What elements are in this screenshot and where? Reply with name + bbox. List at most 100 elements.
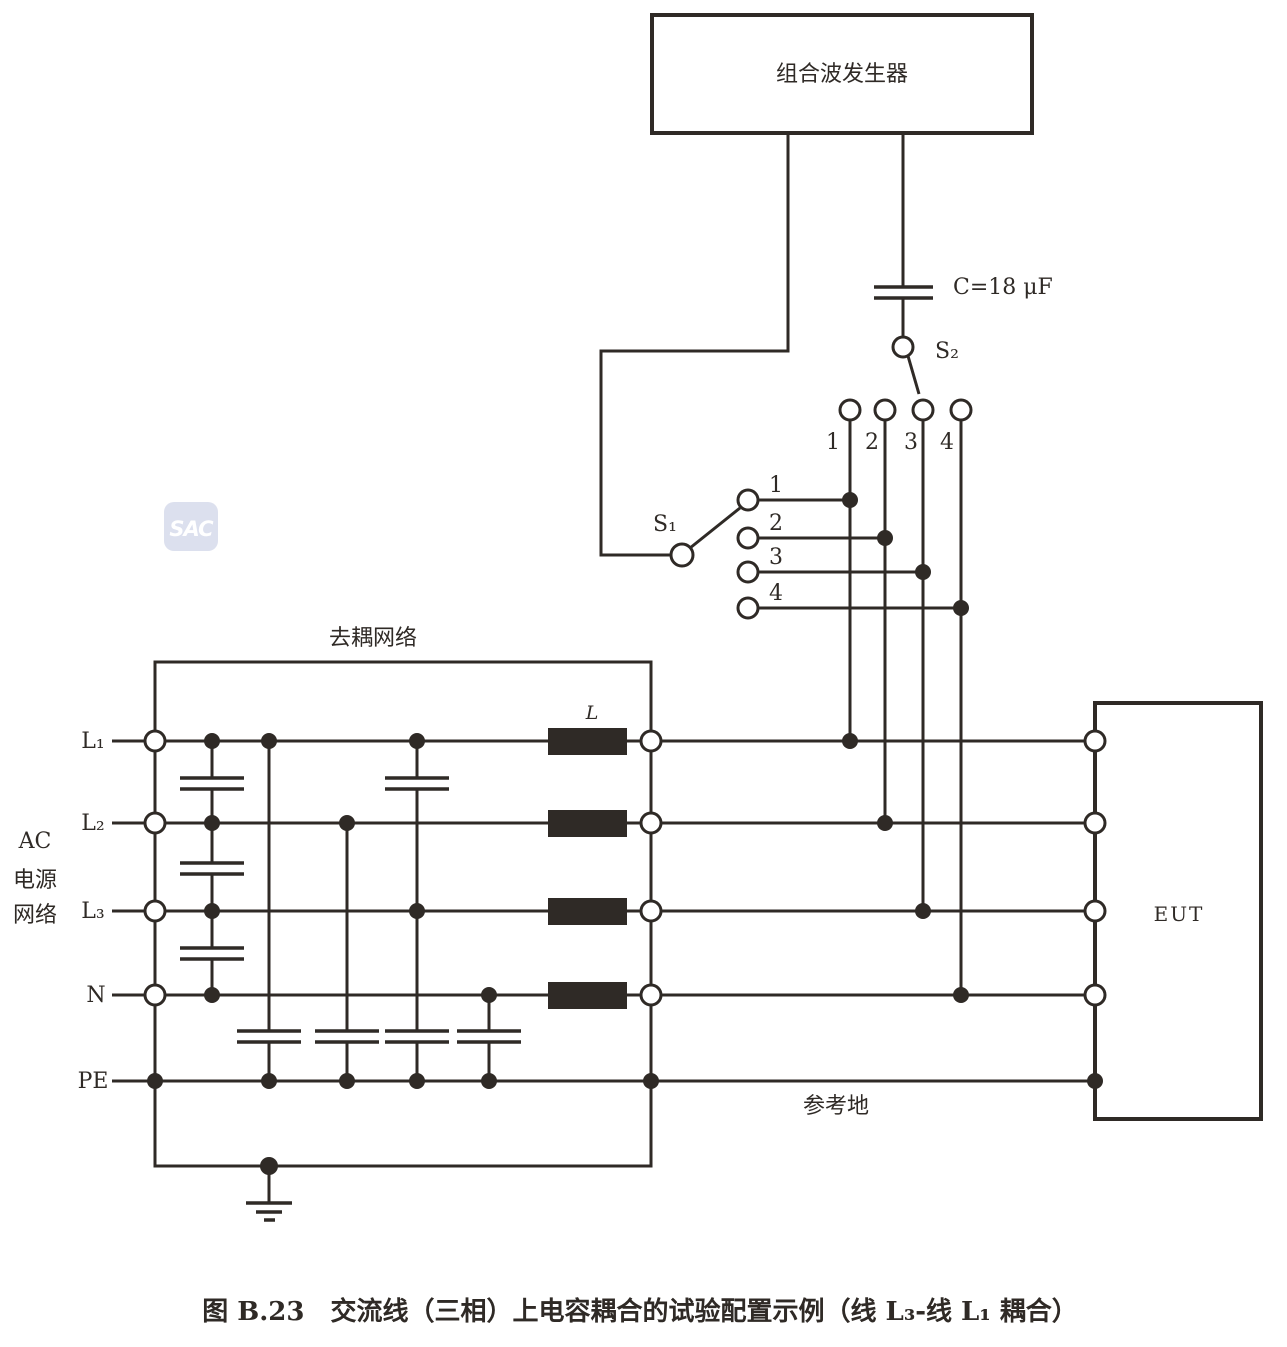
junction-dot [877,815,893,831]
cap-column-l1-l2-l3-n [180,741,244,995]
s1-contact-4-label: 4 [769,581,783,606]
capacitor-l3-n [180,946,244,961]
generator-box [650,13,1034,135]
sac-watermark: SAC [164,502,218,551]
s2-contact-3-label: 3 [904,430,918,455]
terminal-l3-in [143,899,167,923]
row-label-l2: L₂ [81,811,104,836]
row-labels: L₁ L₂ L₃ N PE [78,729,109,1094]
series-inductors: L [548,702,627,1009]
s1-contact-2-label: 2 [769,511,783,536]
junction-dot [204,733,220,749]
terminal-n-in [143,983,167,1007]
figure-caption: 图 B.23 交流线（三相）上电容耦合的试验配置示例（线 L₃-线 L₁ 耦合） [202,1296,1078,1327]
terminal-l1-in [143,729,167,753]
s2-contact-3 [911,398,935,422]
junction-dot [643,1073,659,1089]
generator-label: 组合波发生器 [776,62,908,87]
switch-s1-pole [669,542,695,568]
s2-contact-4-label: 4 [940,430,954,455]
s2-contact-1 [838,398,862,422]
terminals [143,729,1107,1007]
junction-dot [204,903,220,919]
capacitor-l3-pe [385,1029,449,1044]
junction-dot [409,1073,425,1089]
generator-left-output-wire [599,133,790,557]
s2-selector-contacts: 1 2 3 4 [826,398,973,995]
capacitor-l1-pe [237,1029,301,1044]
junction-dot [481,1073,497,1089]
s2-contact-2 [873,398,897,422]
junction-dot [915,903,931,919]
ac-source-line3: 网络 [13,903,57,928]
sac-watermark-badge [164,502,218,551]
junction-dot [261,1073,277,1089]
eut-label: EUT [1154,902,1205,926]
junction-dot [339,815,355,831]
decoupling-network-label: 去耦网络 [329,626,417,651]
junction-dot [409,733,425,749]
junction-dot [204,815,220,831]
cap-column-n-pe [457,995,521,1081]
terminal-l3-out [639,899,663,923]
s2-contact-1-label: 1 [826,430,840,455]
inductor-label: L [585,702,599,724]
capacitor-l2-l3 [180,861,244,876]
inductor-l1 [548,728,627,755]
terminal-n-eut [1083,983,1107,1007]
s1-contact-3-label: 3 [769,545,783,570]
junction-dot [409,903,425,919]
inductor-n [548,982,627,1009]
junction-dot [261,733,277,749]
terminal-l2-in [143,811,167,835]
row-label-l3: L₃ [81,899,104,924]
switch-s2-label: S₂ [935,339,959,364]
junction-dot [204,987,220,1003]
terminal-l2-eut [1083,811,1107,835]
ac-source-labels: AC 电源 网络 [13,829,57,928]
junction-dot [1087,1073,1103,1089]
junction-dot [842,733,858,749]
junction-dots [147,733,1103,1175]
s2-contact-4 [949,398,973,422]
sac-watermark-label: SAC [169,517,214,541]
junction-dot [481,987,497,1003]
terminal-l2-out [639,811,663,835]
row-label-l1: L₁ [81,729,104,754]
switch-s1-arm [689,506,741,550]
switch-s2-pole [891,335,915,359]
inductor-l2 [548,810,627,837]
ac-source-line2: 电源 [13,868,57,893]
generator-output-wires [599,133,905,557]
junction-dot [877,530,893,546]
generator: 组合波发生器 [650,13,1034,135]
switch-s2-arm [906,355,921,395]
coupling-capacitor: C=18 μF [874,275,1053,337]
switch-s1-label: S₁ [653,512,677,537]
inductor-l3 [548,898,627,925]
s1-contact-3 [736,560,760,584]
s1-contact-2 [736,526,760,550]
junction-dot [260,1157,278,1175]
terminal-n-out [639,983,663,1007]
junction-dot [339,1073,355,1089]
capacitor-l1-l2 [180,776,244,791]
capacitor-label: C=18 μF [953,275,1053,300]
junction-dot [147,1073,163,1089]
s1-contact-4 [736,596,760,620]
row-label-n: N [86,983,105,1008]
terminal-l1-eut [1083,729,1107,753]
s1-contact-1 [736,488,760,512]
row-label-pe: PE [78,1069,109,1094]
reference-ground-label: 参考地 [803,1094,869,1119]
decoupling-network: 去耦网络 [153,626,653,1222]
capacitor-l2-pe [315,1029,379,1044]
junction-dot [953,987,969,1003]
capacitor-n-pe [457,1029,521,1044]
ac-source-line1: AC [18,829,52,854]
capacitor-l1-l3 [385,776,449,791]
switch-s1: S₁ 1 2 3 4 [653,473,969,620]
junction-dot [915,564,931,580]
